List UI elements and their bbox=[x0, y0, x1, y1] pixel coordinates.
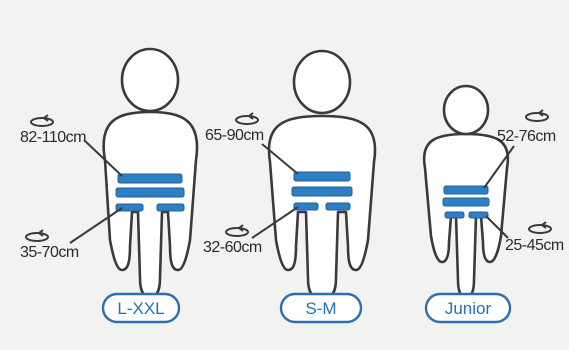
head-outline bbox=[294, 51, 350, 113]
waist-band-top bbox=[294, 172, 350, 181]
waist-measurement: 82-110cm bbox=[20, 129, 86, 146]
waist-band-top bbox=[118, 174, 182, 183]
waist-band-bottom bbox=[116, 188, 184, 197]
waist-measurement: 52-76cm bbox=[497, 128, 556, 145]
thigh-band-right bbox=[326, 203, 350, 210]
size-label: S-M bbox=[305, 299, 336, 318]
thigh-band-right bbox=[157, 204, 184, 211]
size-badge: S-M bbox=[281, 294, 361, 322]
waist-band-bottom bbox=[443, 198, 489, 206]
thigh-measurement: 32-60cm bbox=[203, 239, 262, 256]
size-label: L-XXL bbox=[117, 299, 164, 318]
thigh-measurement: 35-70cm bbox=[20, 244, 79, 261]
thigh-measurement: 25-45cm bbox=[505, 237, 564, 254]
waist-band-top bbox=[444, 186, 488, 194]
size-badge: L-XXL bbox=[103, 294, 179, 322]
head-outline bbox=[122, 49, 178, 111]
waist-band-bottom bbox=[292, 187, 352, 196]
head-outline bbox=[444, 86, 488, 134]
size-label: Junior bbox=[445, 299, 492, 318]
thigh-band-left bbox=[445, 212, 464, 218]
size-badge: Junior bbox=[426, 294, 510, 322]
waist-measurement: 65-90cm bbox=[205, 127, 264, 144]
thigh-band-right bbox=[469, 212, 488, 218]
body-outline bbox=[269, 116, 375, 296]
